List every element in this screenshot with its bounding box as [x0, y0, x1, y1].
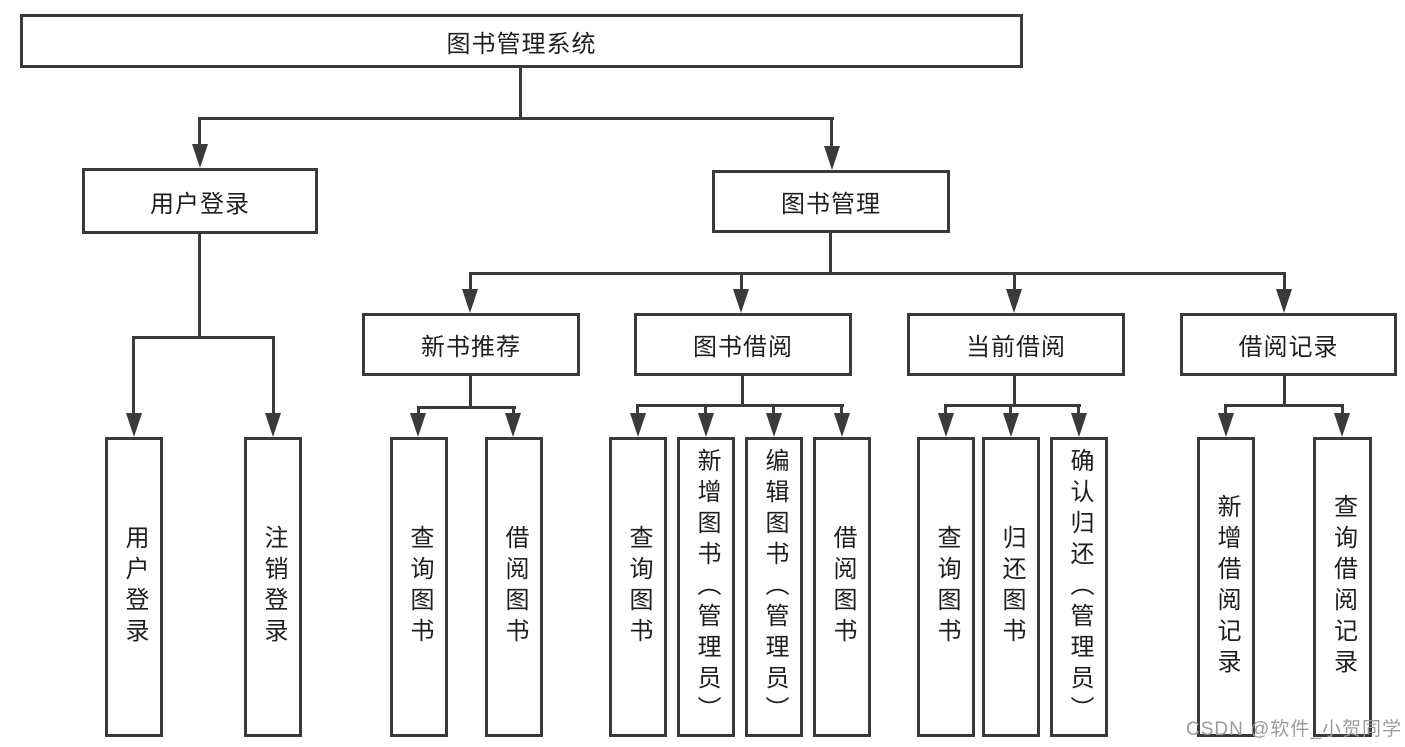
- node-label: 新增图书（管理员）: [693, 447, 720, 727]
- connector-line: [417, 406, 516, 409]
- connector-line: [636, 404, 639, 415]
- node-label: 新增借阅记录: [1213, 494, 1240, 680]
- node-query-books-current: 查询图书: [917, 437, 975, 737]
- node-label: 查询图书: [625, 525, 652, 649]
- connector-line: [1077, 404, 1080, 415]
- connector-line: [704, 404, 707, 415]
- connector-line: [829, 233, 832, 275]
- connector-line: [1013, 272, 1016, 291]
- arrowhead-down-icon: [265, 413, 281, 437]
- node-add-book-admin: 新增图书（管理员）: [677, 437, 735, 737]
- connector-line: [198, 234, 201, 339]
- connector-line: [1009, 404, 1012, 415]
- connector-line: [469, 376, 472, 409]
- connector-line: [741, 376, 744, 407]
- node-new-book-recommend: 新书推荐: [362, 313, 580, 376]
- connector-line: [512, 406, 515, 415]
- connector-line: [740, 272, 743, 291]
- connector-line: [1224, 404, 1227, 415]
- node-borrow-records: 借阅记录: [1180, 313, 1397, 376]
- connector-line: [272, 336, 275, 413]
- node-borrow-books-recommend: 借阅图书: [485, 437, 543, 737]
- node-query-books-borrowing: 查询图书: [609, 437, 667, 737]
- arrowhead-down-icon: [1334, 413, 1350, 437]
- connector-line: [1341, 404, 1344, 415]
- node-label: 借阅图书: [501, 525, 528, 649]
- connector-line: [1224, 404, 1344, 407]
- node-label: 查询图书: [933, 525, 960, 649]
- connector-line: [417, 406, 420, 415]
- connector-line: [772, 404, 775, 415]
- arrowhead-down-icon: [462, 289, 478, 313]
- node-return-books: 归还图书: [982, 437, 1040, 737]
- arrowhead-down-icon: [126, 413, 142, 437]
- connector-line: [132, 336, 275, 339]
- node-confirm-return-admin: 确认归还（管理员）: [1050, 437, 1108, 737]
- csdn-watermark: CSDN @软件_小贺同学: [1186, 719, 1402, 740]
- arrowhead-down-icon: [733, 289, 749, 313]
- connector-line: [132, 336, 135, 413]
- connector-line: [198, 117, 201, 147]
- arrowhead-down-icon: [1218, 413, 1234, 437]
- connector-line: [1283, 376, 1286, 407]
- node-label: 确认归还（管理员）: [1066, 447, 1093, 727]
- node-label: 当前借阅: [966, 334, 1066, 361]
- node-query-borrow-record: 查询借阅记录: [1313, 437, 1372, 737]
- node-label: 用户登录: [121, 525, 148, 649]
- node-label: 图书管理: [781, 191, 881, 218]
- node-library-management-system: 图书管理系统: [20, 14, 1023, 68]
- connector-line: [1283, 272, 1286, 291]
- connector-line: [519, 67, 522, 119]
- node-label: 用户登录: [150, 190, 250, 218]
- node-user-login-leaf: 用户登录: [105, 437, 163, 737]
- arrowhead-down-icon: [824, 146, 840, 170]
- arrowhead-down-icon: [192, 144, 208, 168]
- node-borrow-books-borrowing: 借阅图书: [813, 437, 871, 737]
- connector-line: [944, 404, 947, 415]
- node-add-borrow-record: 新增借阅记录: [1197, 437, 1255, 737]
- node-label: 查询借阅记录: [1329, 494, 1357, 680]
- connector-line: [944, 404, 1081, 407]
- node-current-borrowing: 当前借阅: [907, 313, 1125, 376]
- arrowhead-down-icon: [1006, 289, 1022, 313]
- connector-line: [198, 117, 834, 120]
- node-label: 图书借阅: [693, 334, 793, 361]
- arrowhead-down-icon: [410, 413, 426, 437]
- node-label: 图书管理系统: [446, 30, 597, 58]
- node-logout: 注销登录: [244, 437, 302, 737]
- node-user-login: 用户登录: [82, 168, 318, 234]
- node-book-borrowing: 图书借阅: [634, 313, 852, 376]
- connector-line: [469, 272, 472, 291]
- arrowhead-down-icon: [766, 413, 782, 437]
- node-label: 新书推荐: [421, 334, 521, 361]
- node-edit-book-admin: 编辑图书（管理员）: [745, 437, 803, 737]
- arrowhead-down-icon: [698, 413, 714, 437]
- connector-line: [830, 117, 833, 148]
- connector-line: [840, 404, 843, 415]
- arrowhead-down-icon: [1071, 413, 1087, 437]
- connector-line: [636, 404, 844, 407]
- node-label: 借阅图书: [829, 525, 856, 649]
- arrowhead-down-icon: [1276, 289, 1292, 313]
- node-book-management: 图书管理: [712, 170, 950, 233]
- arrowhead-down-icon: [505, 413, 521, 437]
- connector-line: [1013, 376, 1016, 407]
- node-label: 注销登录: [260, 525, 287, 649]
- arrowhead-down-icon: [1003, 413, 1019, 437]
- arrowhead-down-icon: [834, 413, 850, 437]
- arrowhead-down-icon: [938, 413, 954, 437]
- node-label: 借阅记录: [1238, 334, 1339, 361]
- node-label: 查询图书: [406, 525, 433, 649]
- connector-line: [469, 272, 1286, 275]
- node-label: 归还图书: [998, 525, 1025, 649]
- node-label: 编辑图书（管理员）: [761, 447, 788, 727]
- arrowhead-down-icon: [630, 413, 646, 437]
- node-query-books-recommend: 查询图书: [390, 437, 448, 737]
